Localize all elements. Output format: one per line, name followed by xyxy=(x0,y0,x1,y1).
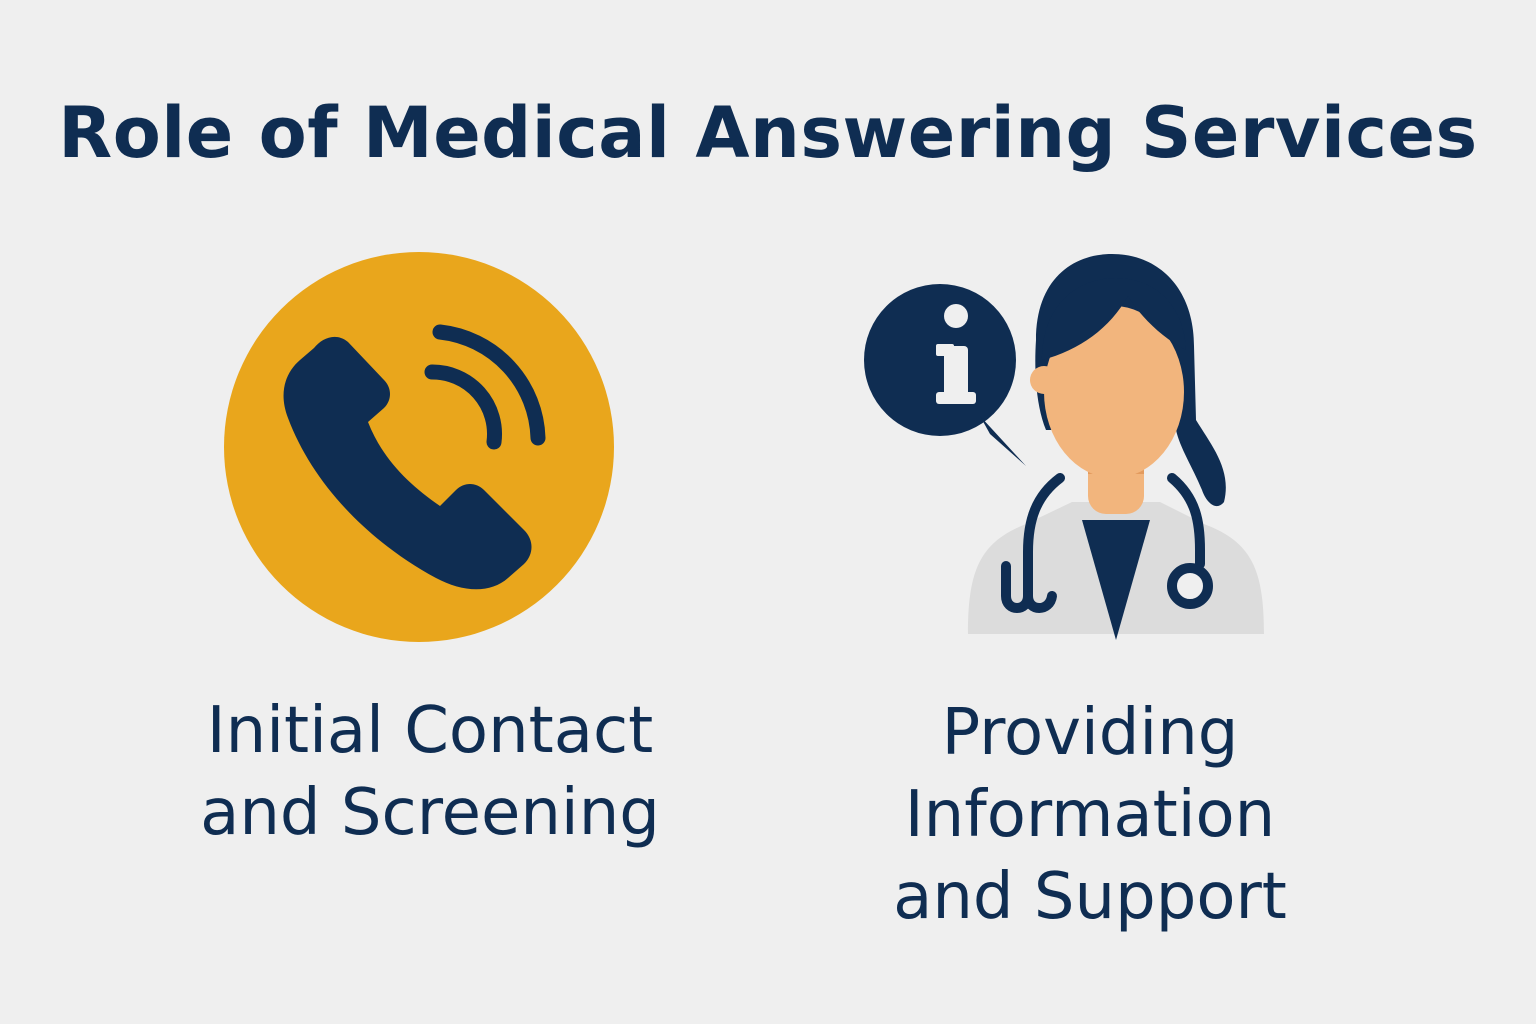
label-line: and Screening xyxy=(200,776,660,850)
page-title: Role of Medical Answering Services xyxy=(58,92,1478,174)
information-support-card: Providing Information and Support xyxy=(840,220,1340,980)
initial-contact-label: Initial Contact and Screening xyxy=(170,690,690,854)
information-support-label: Providing Information and Support xyxy=(840,692,1340,938)
phone-ringing-icon xyxy=(170,220,690,664)
doctor-info-icon xyxy=(840,220,1340,664)
initial-contact-card: Initial Contact and Screening xyxy=(170,220,690,900)
info-speech-bubble-icon xyxy=(864,284,1026,466)
label-line: Initial Contact xyxy=(206,694,654,768)
label-line: and Support xyxy=(893,860,1287,934)
label-line: Providing xyxy=(941,696,1239,770)
label-line: Information xyxy=(904,778,1276,852)
